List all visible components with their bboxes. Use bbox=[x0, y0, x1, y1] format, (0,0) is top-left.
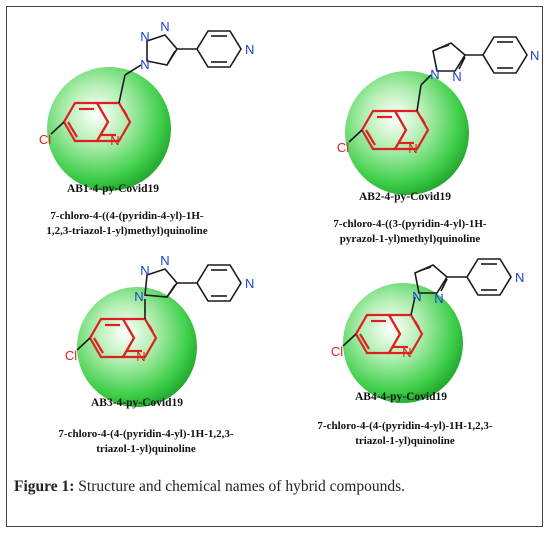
side-chain bbox=[76, 264, 242, 351]
green-sphere bbox=[77, 287, 197, 407]
structure-ab3: Cl N N N N N bbox=[65, 253, 254, 407]
figure-caption: Figure 1: Structure and chemical names o… bbox=[14, 478, 534, 496]
structure-ab4: Cl N N N N bbox=[331, 258, 524, 403]
name-line: triazol-1-yl)quinoline bbox=[355, 435, 455, 447]
pyrazole-n1-label: N bbox=[412, 289, 421, 304]
name-line: 1,2,3-triazol-1-yl)methyl)quinoline bbox=[46, 225, 208, 237]
compound-name: 7-chloro-4-(4-(pyridin-4-yl)-1H-1,2,3- t… bbox=[21, 427, 271, 457]
compound-panel-ab1: Cl N N N N N AB1-4-py-Covid19 7-chloro-4… bbox=[17, 17, 277, 247]
figure-frame: Cl N N N N N AB1-4-py-Covid19 7-chloro-4… bbox=[6, 6, 543, 527]
pyridine-n-label: N bbox=[530, 48, 539, 63]
name-line: 7-chloro-4-((4-(pyridin-4-yl)-1H- bbox=[50, 210, 204, 222]
chlorine-label: Cl bbox=[65, 348, 77, 363]
quinoline-n-label: N bbox=[136, 349, 145, 364]
name-line: pyrazol-1-yl)methyl)quinoline bbox=[339, 233, 481, 245]
name-line: triazol-1-yl)quinoline bbox=[96, 443, 196, 455]
structure-ab1: Cl N N N N N bbox=[39, 19, 254, 191]
compound-name: 7-chloro-4-((4-(pyridin-4-yl)-1H- 1,2,3-… bbox=[17, 209, 237, 239]
compound-panel-ab4: Cl N N N N AB4-4-py-Covid19 7-chloro-4-(… bbox=[277, 255, 537, 465]
chlorine-label: Cl bbox=[39, 132, 51, 147]
pyridine-n-label: N bbox=[245, 42, 254, 57]
name-line: 7-chloro-4-((3-(pyridin-4-yl)-1H- bbox=[333, 218, 487, 230]
green-sphere bbox=[343, 283, 463, 403]
caption-text: Structure and chemical names of hybrid c… bbox=[74, 478, 406, 495]
pyridine-n-label: N bbox=[515, 270, 524, 285]
quinoline-n-label: N bbox=[402, 345, 411, 360]
side-chain bbox=[342, 258, 512, 347]
quinoline-n-label: N bbox=[110, 133, 119, 148]
pyrazole-n2-label: N bbox=[452, 69, 461, 84]
compound-code: AB3-4-py-Covid19 bbox=[90, 397, 183, 409]
compound-code: AB1-4-py-Covid19 bbox=[66, 183, 159, 195]
triazole-n2-label: N bbox=[140, 29, 149, 44]
compound-panel-ab3: Cl N N N N N AB3-4-py-Covid19 7-chloro-4… bbox=[17, 253, 277, 465]
compound-name: 7-chloro-4-(4-(pyridin-4-yl)-1H-1,2,3- t… bbox=[277, 419, 533, 449]
name-line: 7-chloro-4-(4-(pyridin-4-yl)-1H-1,2,3- bbox=[317, 420, 493, 432]
compound-code: AB4-4-py-Covid19 bbox=[354, 391, 447, 403]
name-line: 7-chloro-4-(4-(pyridin-4-yl)-1H-1,2,3- bbox=[58, 428, 234, 440]
triazole-n1-label: N bbox=[134, 289, 143, 304]
caption-label: Figure 1: bbox=[14, 478, 75, 495]
compound-panel-ab2: Cl N N N N AB2-4-py-Covid19 7-chloro-4-(… bbox=[277, 25, 539, 255]
quinoline-ring bbox=[354, 313, 424, 355]
green-sphere bbox=[47, 67, 171, 191]
triazole-n3-label: N bbox=[160, 253, 169, 268]
triazole-n1-label: N bbox=[140, 57, 149, 72]
chlorine-label: Cl bbox=[331, 344, 343, 359]
pyrazole-n1-label: N bbox=[430, 67, 439, 82]
triazole-n2-label: N bbox=[140, 263, 149, 278]
triazole-n3-label: N bbox=[160, 19, 169, 34]
green-sphere bbox=[345, 71, 469, 195]
side-chain bbox=[50, 30, 242, 135]
chlorine-label: Cl bbox=[337, 140, 349, 155]
quinoline-n-label: N bbox=[408, 141, 417, 156]
pyridine-n-label: N bbox=[245, 276, 254, 291]
structure-ab2: Cl N N N N bbox=[337, 36, 539, 195]
compound-code: AB2-4-py-Covid19 bbox=[358, 191, 451, 203]
pyrazole-n2-label: N bbox=[434, 291, 443, 306]
compound-name: 7-chloro-4-((3-(pyridin-4-yl)-1H- pyrazo… bbox=[295, 217, 525, 247]
side-chain bbox=[348, 36, 528, 143]
